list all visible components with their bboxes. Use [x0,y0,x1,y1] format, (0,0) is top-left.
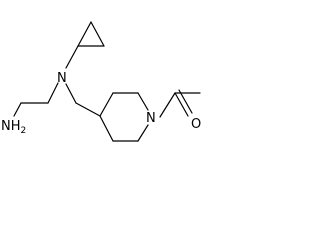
amine-nitrogen-label: N [57,71,67,86]
structure-canvas: N N O NH2 [1,21,201,142]
cyclopropyl-ring [77,21,105,47]
bond-ring-3 [137,92,149,111]
bond-n-ch2 [47,82,59,104]
primary-amine-label: NH2 [1,119,26,136]
carbonyl-oxygen-label: O [191,117,201,132]
bond-carbonyl-oxygen-b [178,89,193,114]
bond-cyclopropyl-n [65,45,79,69]
piperidine-ring [99,92,149,142]
primary-amine-main: NH [1,119,21,134]
bond-cyclopropyl-right [90,21,105,47]
bond-carbonyl-oxygen-a [174,92,189,117]
primary-amine-subscript: 2 [21,126,27,136]
bond-ring-4 [137,124,149,142]
chemical-structure: N N O NH2 [1,21,201,142]
bond-ch2-nh2 [13,102,22,117]
ring-nitrogen-label: N [146,111,156,126]
bond-methylene-ring [75,102,101,117]
bond-ring-1 [99,92,114,117]
bond-n-carbonyl [159,92,176,118]
bond-cyclopropyl-left [77,21,92,47]
bond-ring-6 [99,115,114,142]
bond-n-methylene [65,83,77,104]
